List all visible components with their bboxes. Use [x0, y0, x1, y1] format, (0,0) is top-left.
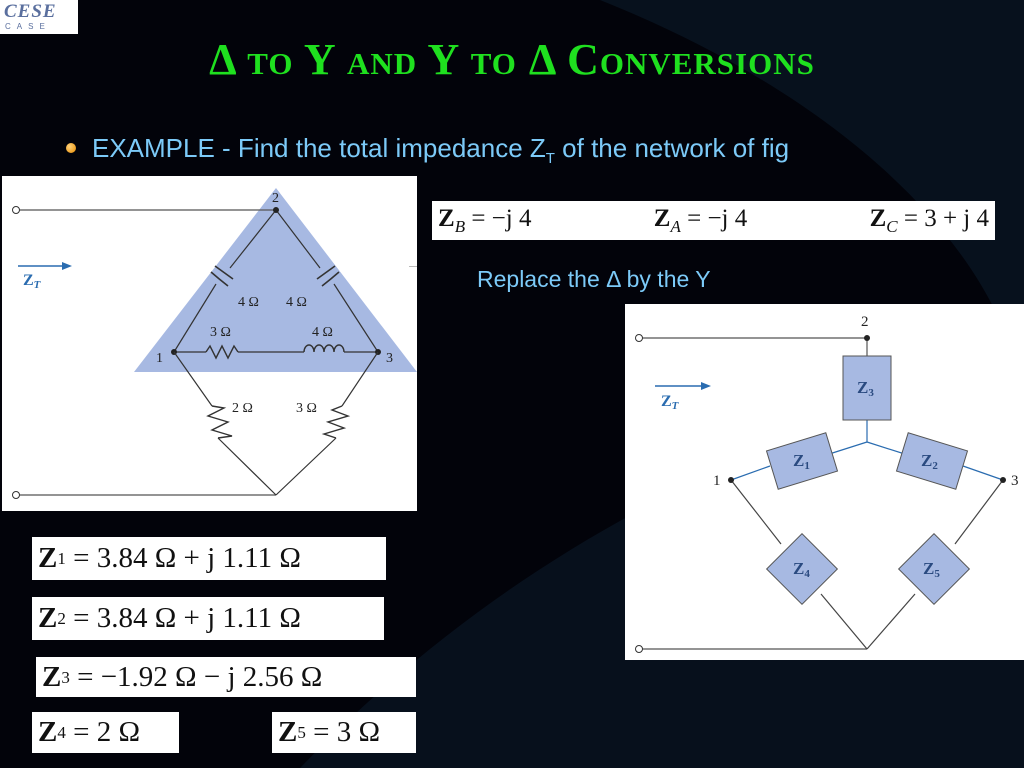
label-z3: Z3	[857, 378, 874, 399]
node-label-2: 2	[272, 191, 279, 206]
equation-zb-za-zc: ZB = −j 4 ZA = −j 4 ZC = 3 + j 4	[432, 201, 995, 240]
capacitor-left	[210, 265, 234, 287]
box-z4	[765, 532, 839, 606]
logo: CESE CASE	[0, 0, 78, 34]
node-3-y	[1000, 477, 1006, 483]
bullet-text-pre: EXAMPLE - Find the total impedance Z	[92, 133, 546, 163]
delta-shading	[134, 188, 417, 372]
logo-text: CESE	[4, 1, 57, 22]
node-2-y	[864, 335, 870, 341]
label-cap-right: 4 Ω	[286, 295, 307, 310]
box-z2	[895, 432, 969, 490]
bullet-dot	[66, 143, 76, 154]
eq-za: ZA = −j 4	[653, 205, 748, 236]
example-bullet: EXAMPLE - Find the total impedance ZT of…	[66, 133, 789, 167]
node-1-y	[728, 477, 734, 483]
delta-circuit-panel: ZT 2 1 3 4 Ω 4 Ω 3 Ω 4 Ω 2 Ω 3 Ω	[2, 176, 417, 511]
label-z2: Z2	[921, 451, 938, 472]
resistor-bottom-right	[321, 405, 351, 439]
label-resistor-bl: 2 Ω	[232, 401, 253, 416]
node-label-1-y: 1	[713, 473, 721, 489]
resistor-top	[205, 344, 239, 360]
y-circuit-panel: Z3 Z1 Z2 Z4 Z5 2 1 3 ZT	[625, 304, 1024, 660]
capacitor-right	[316, 265, 340, 287]
node-label-2-y: 2	[861, 314, 869, 330]
box-z5	[897, 532, 971, 606]
bullet-text-sub: T	[545, 150, 555, 168]
bullet-text-post: of the network of fig	[554, 133, 790, 163]
terminal-bottom-y	[635, 645, 643, 653]
node-label-3: 3	[386, 351, 393, 366]
eq-zc: ZC = 3 + j 4	[869, 205, 989, 236]
label-resistor-top: 3 Ω	[210, 325, 231, 340]
terminal-top	[12, 206, 20, 214]
label-z5: Z5	[923, 559, 940, 580]
label-inductor-top: 4 Ω	[312, 325, 333, 340]
y-circuit: Z3 Z1 Z2 Z4 Z5 2 1 3 ZT	[635, 314, 1019, 653]
node-label-1: 1	[156, 351, 163, 366]
delta-circuit: ZT 2 1 3 4 Ω 4 Ω 3 Ω 4 Ω 2 Ω 3 Ω	[12, 188, 417, 499]
eq-zb: ZB = −j 4	[438, 205, 532, 236]
label-resistor-br: 3 Ω	[296, 401, 317, 416]
replace-instruction: Replace the Δ by the Y	[477, 266, 711, 292]
label-z4: Z4	[793, 559, 810, 580]
logo-subtext: CASE	[5, 22, 51, 31]
box-z1	[765, 432, 839, 490]
zt-label-right: ZT	[661, 393, 680, 412]
label-cap-left: 4 Ω	[238, 295, 259, 310]
label-z1: Z1	[793, 451, 810, 472]
zt-label-left: ZT	[23, 272, 42, 291]
slide-title: Δ to Y and Y to Δ Conversions	[209, 35, 815, 84]
resistor-bottom-left	[206, 405, 233, 439]
terminal-top-y	[635, 334, 643, 342]
node-label-3-y: 3	[1011, 473, 1019, 489]
stray-tick	[409, 266, 417, 267]
node-2	[273, 207, 279, 213]
inductor-top	[303, 344, 345, 353]
box-z3	[842, 355, 892, 421]
terminal-bottom	[12, 491, 20, 499]
